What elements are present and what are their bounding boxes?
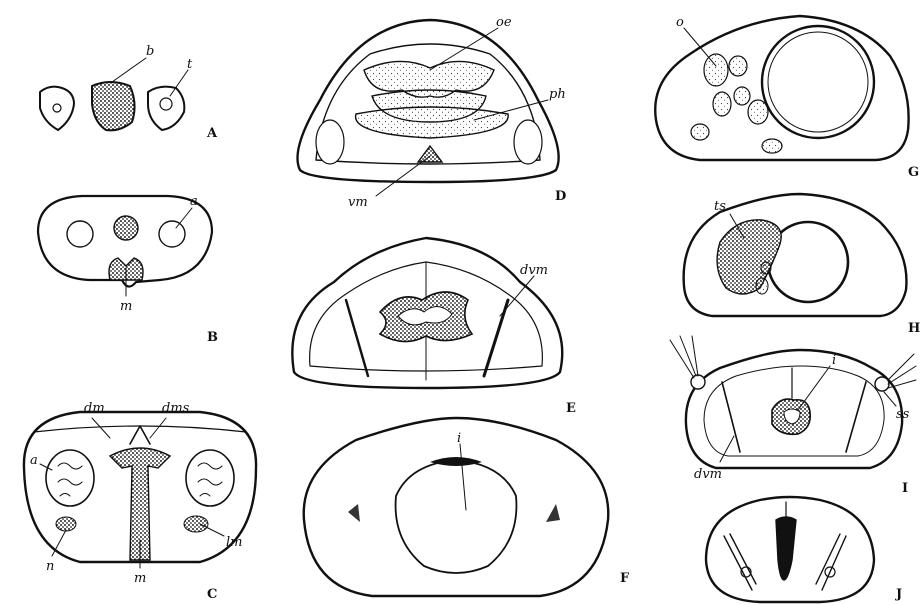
label-dms: dms [162,401,190,416]
label-o: o [676,15,684,30]
caption-c: C [207,587,217,602]
section-h-cell-2 [761,262,771,274]
caption-j: J [895,587,902,602]
panel-b: a m B [38,194,218,345]
label-b: b [146,44,154,59]
section-b-gland-right [159,221,185,247]
section-b-nerve [114,216,138,240]
panel-e: dvm E [292,238,576,416]
label-c-a: a [30,453,38,468]
section-j-gut [776,517,796,580]
label-i-dvm: dvm [694,467,722,482]
label-dvm: dvm [520,263,548,278]
section-f-intestine [396,460,517,573]
section-f-lateral-left [348,504,360,522]
label-ss: ss [896,407,910,422]
section-i-setae-left [670,336,698,378]
label-vm: vm [348,195,368,210]
section-a3 [148,87,184,130]
panel-h: ts H [684,194,921,336]
section-f-lateral-right [546,504,560,522]
section-b-gland-left [67,221,93,247]
section-a1-lumen [53,104,61,112]
section-c-gland-left [46,450,94,506]
section-h-cell-1 [756,278,768,294]
panel-f: i F [304,418,630,596]
section-i-sensory-right [875,377,889,391]
section-g-egg-1 [704,54,728,86]
section-h-testis [717,220,781,294]
caption-b: B [207,330,218,345]
label-a: a [190,194,198,209]
section-c-lateral-mass [184,516,208,532]
section-j-muscle-right [816,534,846,590]
section-c-dorsal-septum [130,426,150,444]
panel-g: o G [655,15,919,180]
leader-a [176,208,192,228]
section-g-egg-3 [713,92,731,116]
caption-a: A [206,126,218,141]
label-dm: dm [84,401,105,416]
label-lm: lm [226,535,243,550]
section-a3-lumen [160,98,172,110]
panel-c: dm dms a lm n m C [24,401,256,602]
panel-i: i ss dvm I [670,336,916,496]
panel-j: J [706,497,902,602]
caption-d: D [555,189,566,204]
section-c-nerve [56,517,76,531]
section-g-egg-5 [748,100,768,124]
section-j-muscle-left [724,534,756,590]
label-m: m [120,299,132,314]
section-d-lateral-right [514,120,542,164]
leader-o [684,28,716,66]
caption-h: H [908,321,920,336]
label-n: n [46,559,54,574]
label-c-m: m [134,571,146,586]
label-i: i [457,431,461,446]
leader-ss [884,392,896,406]
caption-e: E [566,401,576,416]
section-d-lateral-left [316,120,344,164]
panel-d: oe ph vm D [298,15,567,210]
leader-dm [92,418,110,438]
panel-a: b t A [40,44,218,141]
section-g-egg-4 [734,87,750,105]
section-g-egg-6 [691,124,709,140]
section-g-lumen-inner [768,32,868,132]
label-oe: oe [496,15,512,30]
label-ts: ts [714,199,726,214]
leader-b [112,58,146,82]
section-a2 [92,82,135,130]
label-ph: ph [549,87,566,102]
section-a1 [40,87,74,130]
section-c-gland-right [186,450,234,506]
section-g-egg-7 [762,139,782,153]
leader-dms [150,418,166,438]
label-i-i: i [832,353,836,368]
caption-f: F [620,571,630,586]
section-g-egg-2 [729,56,747,76]
caption-i: I [902,481,908,496]
caption-g: G [908,165,919,180]
label-t: t [187,57,193,72]
